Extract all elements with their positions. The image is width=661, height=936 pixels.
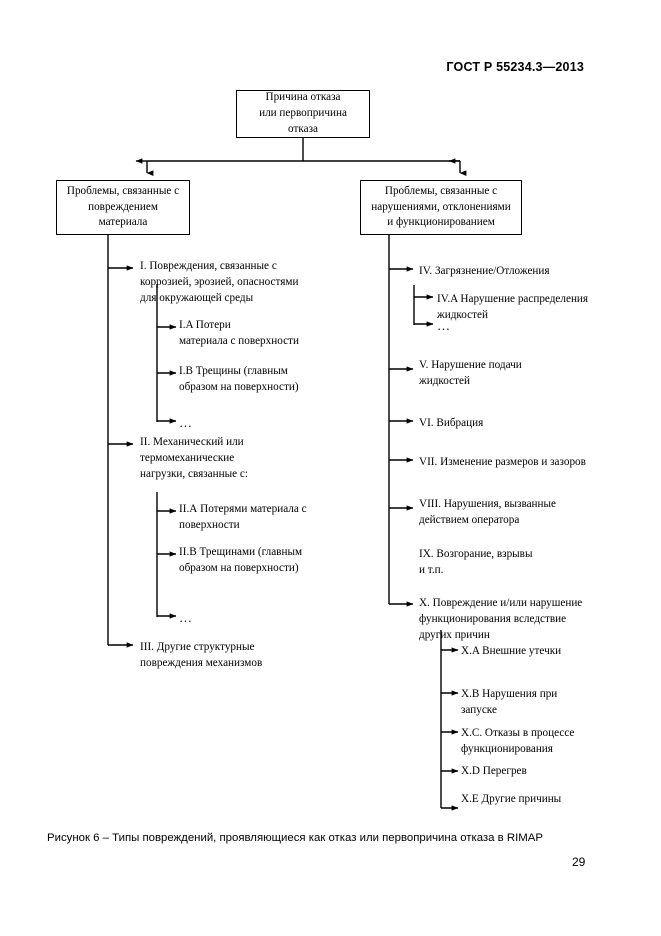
item-I-B: I.B Трещины (главным образом на поверхно… <box>179 363 299 395</box>
item-I-B-line-2: образом на поверхности) <box>179 381 299 394</box>
standard-number-header: ГОСТ Р 55234.3—2013 <box>446 60 584 74</box>
item-IV-A: IV.A Нарушение распределения жидкостей <box>437 291 588 323</box>
item-IX: IX. Возгорание, взрывы и т.п. <box>419 546 532 578</box>
item-X: X. Повреждение и/или нарушение функциони… <box>419 595 582 643</box>
node-root-cause: Причина отказа или первопричина отказа <box>236 90 370 138</box>
node-root-line-2: или первопричина <box>259 107 347 120</box>
item-IX-line-1: IX. Возгорание, взрывы <box>419 548 533 560</box>
node-right-line-3: и функционированием <box>387 216 495 229</box>
item-X-C: X.C. Отказы в процессе функционирования <box>461 725 574 757</box>
item-X-D-line-1: X.D Перегрев <box>461 765 527 777</box>
item-VII-line-1: VII. Изменение размеров и зазоров <box>419 456 586 468</box>
item-IV-more: … <box>437 318 452 333</box>
item-II-A-line-1: II.А Потерями материала с <box>179 503 307 515</box>
item-V-line-1: V. Нарушение подачи <box>419 359 522 371</box>
item-X-C-line-2: функционирования <box>461 743 553 756</box>
figure-caption: Рисунок 6 – Типы повреждений, проявляющи… <box>47 832 543 844</box>
item-I-line-2: коррозией, эрозией, опасностями <box>140 276 299 289</box>
item-X-D: X.D Перегрев <box>461 763 527 779</box>
node-left-line-3: материала <box>98 216 148 229</box>
item-X-C-line-1: X.C. Отказы в процессе <box>461 727 575 739</box>
item-I-line-1: I. Повреждения, связанные с <box>140 260 277 272</box>
item-VIII: VIII. Нарушения, вызванные действием опе… <box>419 496 556 528</box>
item-II-line-2: термомеханические <box>140 452 235 465</box>
node-right-line-2: нарушениями, отклонениями <box>371 200 511 213</box>
item-IV: IV. Загрязнение/Отложения <box>419 263 550 279</box>
item-I-more: … <box>179 415 194 430</box>
item-III-line-2: повреждения механизмов <box>140 657 263 670</box>
item-I-line-3: для окружающей среды <box>140 292 254 305</box>
item-X-B-line-2: запуске <box>461 704 497 717</box>
item-II-B-line-2: образом на поверхности) <box>179 562 299 575</box>
item-X-A: X.A Внешние утечки <box>461 643 561 659</box>
item-II-line-3: нагрузки, связанные с: <box>140 468 248 481</box>
item-IX-line-2: и т.п. <box>419 564 444 577</box>
item-X-line-1: X. Повреждение и/или нарушение <box>419 597 583 609</box>
node-root-line-1: Причина отказа <box>265 91 341 104</box>
item-X-line-3: других причин <box>419 629 490 642</box>
item-II-A-line-2: поверхности <box>179 519 240 532</box>
item-I-A-line-2: материала с поверхности <box>179 335 299 348</box>
node-left-line-2: повреждением <box>88 200 158 213</box>
item-II-more: … <box>179 610 194 625</box>
node-left-line-1: Проблемы, связанные с <box>66 184 180 197</box>
item-VII: VII. Изменение размеров и зазоров <box>419 454 586 470</box>
item-IV-A-line-2: жидкостей <box>437 309 488 322</box>
item-II-line-1: II. Механический или <box>140 436 244 448</box>
item-VIII-line-1: VIII. Нарушения, вызванные <box>419 498 557 510</box>
page-number: 29 <box>572 855 586 869</box>
item-II-B: II.В Трещинами (главным образом на повер… <box>179 544 302 576</box>
item-II-A: II.А Потерями материала с поверхности <box>179 501 307 533</box>
item-IV-A-line-1: IV.A Нарушение распределения <box>437 293 589 305</box>
item-II-B-line-1: II.В Трещинами (главным <box>179 546 303 558</box>
item-X-B: X.B Нарушения при запуске <box>461 686 557 718</box>
item-X-E: X.E Другие причины <box>461 791 561 807</box>
item-X-B-line-1: X.B Нарушения при <box>461 688 558 700</box>
item-II: II. Механический или термомеханические н… <box>140 434 248 482</box>
node-right-line-1: Проблемы, связанные с <box>384 184 498 197</box>
item-III: III. Другие структурные повреждения меха… <box>140 639 262 671</box>
node-root-line-3: отказа <box>288 122 318 135</box>
node-material-damage-problems: Проблемы, связанные с повреждением матер… <box>56 180 190 235</box>
item-X-E-line-1: X.E Другие причины <box>461 793 562 805</box>
item-I-A-line-1: I.A Потери <box>179 319 231 331</box>
item-X-line-2: функционирования вследствие <box>419 613 567 626</box>
item-IV-line-1: IV. Загрязнение/Отложения <box>419 265 550 277</box>
item-VI-line-1: VI. Вибрация <box>419 417 484 429</box>
item-I-A: I.A Потери материала с поверхности <box>179 317 299 349</box>
item-V: V. Нарушение подачи жидкостей <box>419 357 522 389</box>
item-I-B-line-1: I.B Трещины (главным <box>179 365 288 377</box>
item-I: I. Повреждения, связанные с коррозией, э… <box>140 258 298 306</box>
node-operational-deviation-problems: Проблемы, связанные с нарушениями, откло… <box>360 180 522 235</box>
item-X-A-line-1: X.A Внешние утечки <box>461 645 562 657</box>
item-III-line-1: III. Другие структурные <box>140 641 255 653</box>
item-V-line-2: жидкостей <box>419 375 470 388</box>
item-VI: VI. Вибрация <box>419 415 483 431</box>
item-VIII-line-2: действием оператора <box>419 514 520 527</box>
